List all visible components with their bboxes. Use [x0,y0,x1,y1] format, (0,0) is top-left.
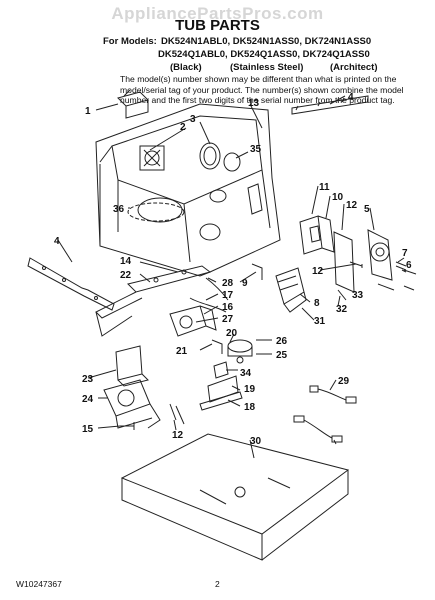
callout-7: 7 [402,248,408,259]
callout-11: 11 [319,182,330,193]
model-note: The model(s) number shown may be differe… [120,74,404,106]
watermark: AppliancePartsPros.com [111,4,324,23]
finish-architect: (Architect) [330,62,378,73]
callout-13: 13 [248,98,260,109]
callout-9: 9 [242,278,248,289]
callout-22: 22 [120,270,132,281]
callout-15: 15 [82,424,94,435]
callout-4: 4 [54,236,60,247]
part-bracket-12 [333,231,355,293]
part-bracket-34 [115,345,149,387]
part-rail-14 [95,265,212,337]
callout-36: 36 [113,204,125,215]
callout-20: 20 [226,328,238,339]
part-switch-11-10 [299,215,335,255]
part-bracket-1 [117,89,149,119]
part-harness-30 [309,385,357,404]
part-tub [95,103,281,277]
callout-34: 34 [240,368,252,379]
part-gasket-36 [127,202,185,222]
models-label: For Models: [103,36,157,47]
part-valve-16-17 [169,305,217,337]
part-rail-4-top [291,95,369,115]
part-hose-22 [205,277,229,301]
callout-4: 4 [348,92,354,103]
models-line-2: DK524Q1ABL0, DK524Q1ASS0, DK724Q1ASS0 [158,49,370,60]
callout-17: 17 [222,290,234,301]
callout-23: 23 [82,374,94,385]
callout-6: 6 [406,260,412,271]
part-screw-6 [403,269,417,275]
part-cover-8-9 [275,267,307,313]
part-hinge-5 [367,229,393,281]
callout-19: 19 [244,384,256,395]
part-pump-19 [103,379,161,429]
callout-31: 31 [314,316,326,327]
part-screw-12-b [377,283,395,291]
part-hose-31 [189,297,227,313]
part-connector-26 [211,339,223,354]
callout-35: 35 [250,144,262,155]
part-base-pan-15 [120,433,350,561]
callout-24: 24 [82,394,94,405]
callout-8: 8 [314,298,320,309]
document-number: W10247367 [16,579,62,589]
part-vent-2 [139,145,165,171]
callout-16: 16 [222,302,234,313]
part-harness-29 [293,415,343,443]
callout-21: 21 [176,346,188,357]
callout-2: 2 [180,122,186,133]
callout-33: 33 [352,290,364,301]
page-title: TUB PARTS [175,17,260,34]
callout-12: 12 [312,266,324,277]
callout-1: 1 [85,106,91,117]
callout-30: 30 [250,436,262,447]
callout-18: 18 [244,402,256,413]
finish-stainless: (Stainless Steel) [230,62,304,73]
part-float-20-21 [227,339,253,364]
callout-3: 3 [190,114,196,125]
callout-14: 14 [120,256,132,267]
part-screw-12-d [120,422,135,430]
finish-black: (Black) [170,62,202,73]
callout-32: 32 [336,304,348,315]
part-screw-12-c [403,285,415,291]
callout-12: 12 [172,430,184,441]
models-line-1: DK524N1ABL0, DK524N1ASS0, DK724N1ASS0 [161,36,372,47]
callout-12: 12 [346,200,358,211]
part-screws-18 [169,403,185,425]
callout-28: 28 [222,278,234,289]
callout-29: 29 [338,376,350,387]
part-rail-4-left [27,257,115,311]
part-clip-33 [337,289,347,301]
part-switch-23-24-25 [199,361,243,411]
page-number: 2 [215,579,220,589]
callout-25: 25 [276,350,288,361]
part-screw-7 [395,261,407,271]
callout-10: 10 [332,192,344,203]
part-seal-35 [223,152,241,172]
callout-27: 27 [222,314,234,325]
callout-26: 26 [276,336,288,347]
callout-5: 5 [364,204,370,215]
part-clip-28 [251,263,263,280]
